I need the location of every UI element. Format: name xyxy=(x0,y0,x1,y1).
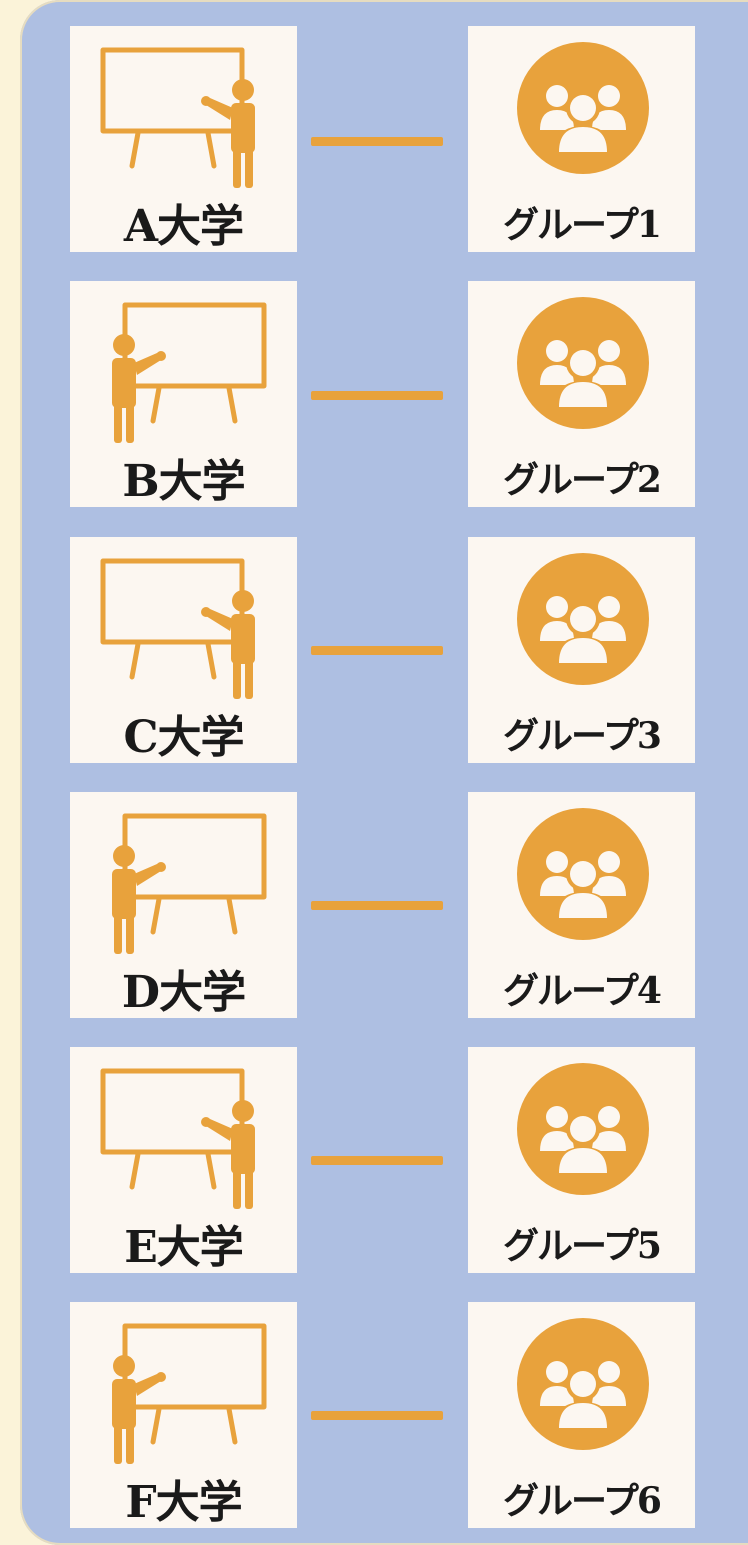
people-group-icon xyxy=(517,1318,649,1450)
teacher-at-whiteboard-icon xyxy=(100,47,255,188)
pairing-row: F大学 グループ6 xyxy=(0,1302,748,1528)
university-label: A大学 xyxy=(123,201,244,252)
people-group-icon xyxy=(517,297,649,429)
people-group-icon xyxy=(517,1063,649,1195)
group-card: グループ4 xyxy=(468,792,695,1018)
group-label: グループ2 xyxy=(503,459,662,501)
university-card: F大学 xyxy=(70,1302,297,1528)
pairing-row: E大学 グループ5 xyxy=(0,1047,748,1273)
university-card: A大学 xyxy=(70,26,297,252)
pairing-row: B大学 グループ2 xyxy=(0,281,748,507)
group-card: グループ5 xyxy=(468,1047,695,1273)
university-card: B大学 xyxy=(70,281,297,507)
pairing-row: C大学 グループ3 xyxy=(0,537,748,763)
teacher-at-whiteboard-icon xyxy=(100,558,255,699)
pairing-row: D大学 グループ4 xyxy=(0,792,748,1018)
connector-line xyxy=(311,137,443,146)
university-label: F大学 xyxy=(125,1477,242,1528)
pairing-row: A大学 グループ1 xyxy=(0,26,748,252)
university-label: B大学 xyxy=(122,456,245,507)
group-card: グループ6 xyxy=(468,1302,695,1528)
people-group-icon xyxy=(517,42,649,174)
diagram-panel xyxy=(20,0,748,1545)
university-label: C大学 xyxy=(123,712,244,763)
university-card: C大学 xyxy=(70,537,297,763)
connector-line xyxy=(311,1411,443,1420)
connector-line xyxy=(311,1156,443,1165)
people-group-icon xyxy=(517,808,649,940)
teacher-at-whiteboard-icon xyxy=(112,1323,267,1464)
university-card: E大学 xyxy=(70,1047,297,1273)
group-label: グループ1 xyxy=(503,204,662,246)
teacher-at-whiteboard-icon xyxy=(100,1068,255,1209)
connector-line xyxy=(311,391,443,400)
group-label: グループ5 xyxy=(503,1225,662,1267)
connector-line xyxy=(311,646,443,655)
university-label: D大学 xyxy=(121,967,246,1018)
university-card: D大学 xyxy=(70,792,297,1018)
teacher-at-whiteboard-icon xyxy=(112,813,267,954)
group-label: グループ3 xyxy=(503,715,662,757)
people-group-icon xyxy=(517,553,649,685)
connector-line xyxy=(311,901,443,910)
group-card: グループ2 xyxy=(468,281,695,507)
group-card: グループ3 xyxy=(468,537,695,763)
teacher-at-whiteboard-icon xyxy=(112,302,267,443)
university-label: E大学 xyxy=(124,1222,244,1273)
group-label: グループ4 xyxy=(503,970,662,1012)
group-card: グループ1 xyxy=(468,26,695,252)
group-label: グループ6 xyxy=(503,1480,662,1522)
